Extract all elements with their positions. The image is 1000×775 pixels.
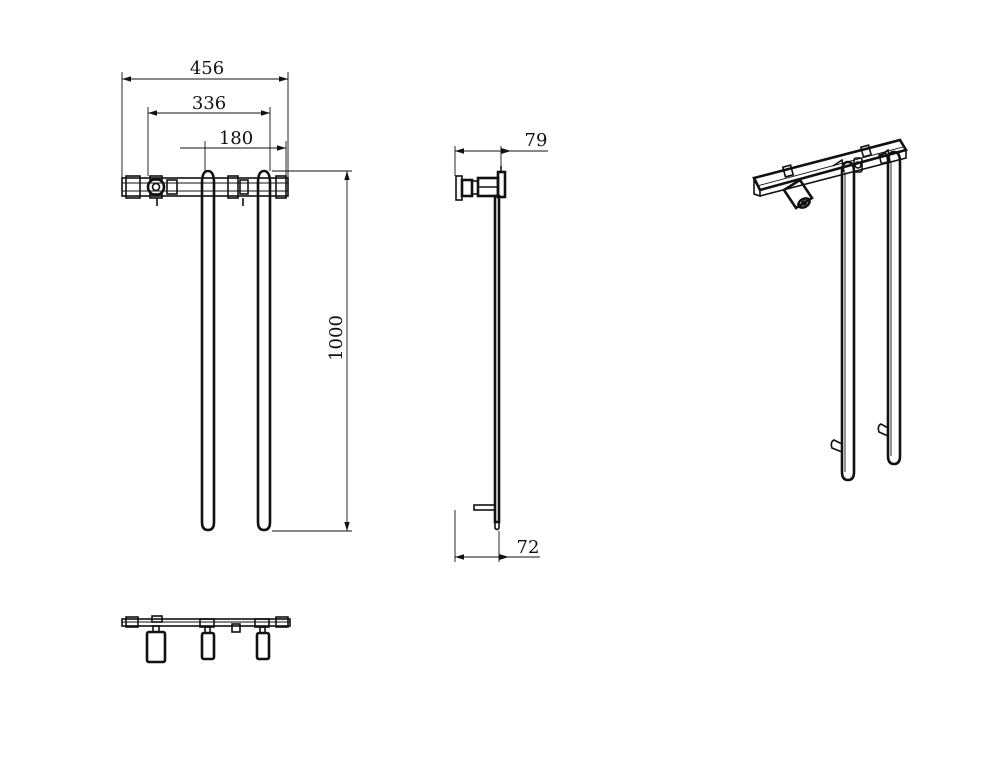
front-top-bracket (121, 175, 289, 206)
iso-bracket (752, 138, 908, 198)
front-rail-right (256, 169, 272, 532)
dimension-rail-spacing: 180 (180, 128, 287, 176)
iso-rail-right (877, 148, 902, 466)
dimension-bottom-depth: 72 (454, 510, 540, 562)
top-view-valve (145, 625, 167, 664)
top-view (121, 615, 291, 664)
side-rail (493, 194, 501, 531)
dimension-top-depth: 79 (454, 130, 548, 176)
dimension-79-label: 79 (525, 130, 548, 151)
isometric-view (752, 138, 908, 482)
dimension-height: 1000 (272, 170, 352, 532)
iso-rail-left (830, 158, 856, 482)
side-bottom-peg (473, 504, 496, 511)
side-view: 79 72 (454, 130, 548, 562)
dimension-180-label: 180 (219, 128, 253, 149)
side-wall-mount (455, 166, 507, 201)
top-view-rail-left (199, 618, 216, 661)
dimension-1000-label: 1000 (326, 315, 347, 361)
dimension-456-label: 456 (190, 58, 224, 79)
dimension-overall-width: 456 (121, 58, 289, 178)
dimension-336-label: 336 (192, 93, 226, 114)
front-view: 456 336 180 1000 (121, 58, 352, 532)
front-rail-left (200, 169, 216, 532)
dimension-mount-spacing: 336 (147, 93, 271, 176)
iso-valve (782, 178, 814, 210)
top-view-rail-right (254, 618, 271, 661)
dimension-72-label: 72 (517, 537, 540, 558)
iso-connector (853, 157, 863, 173)
front-valve-knob (146, 177, 166, 197)
